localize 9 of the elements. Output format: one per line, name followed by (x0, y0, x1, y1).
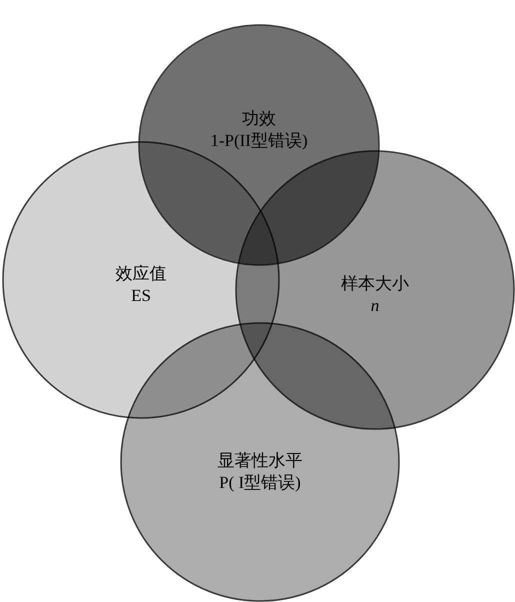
circle-label: 功效 (242, 108, 276, 130)
circle-label: 显著性水平 (218, 450, 302, 472)
circle-label: 样本大小 (341, 273, 409, 295)
circle-label: 效应值 (116, 263, 166, 285)
circle-label: ES (131, 285, 151, 307)
circle-label: 1-P(II型错误) (210, 130, 308, 152)
circle-label: P( I型错误) (219, 472, 301, 494)
venn-circle (120, 322, 400, 602)
circle-label: n (370, 295, 380, 317)
